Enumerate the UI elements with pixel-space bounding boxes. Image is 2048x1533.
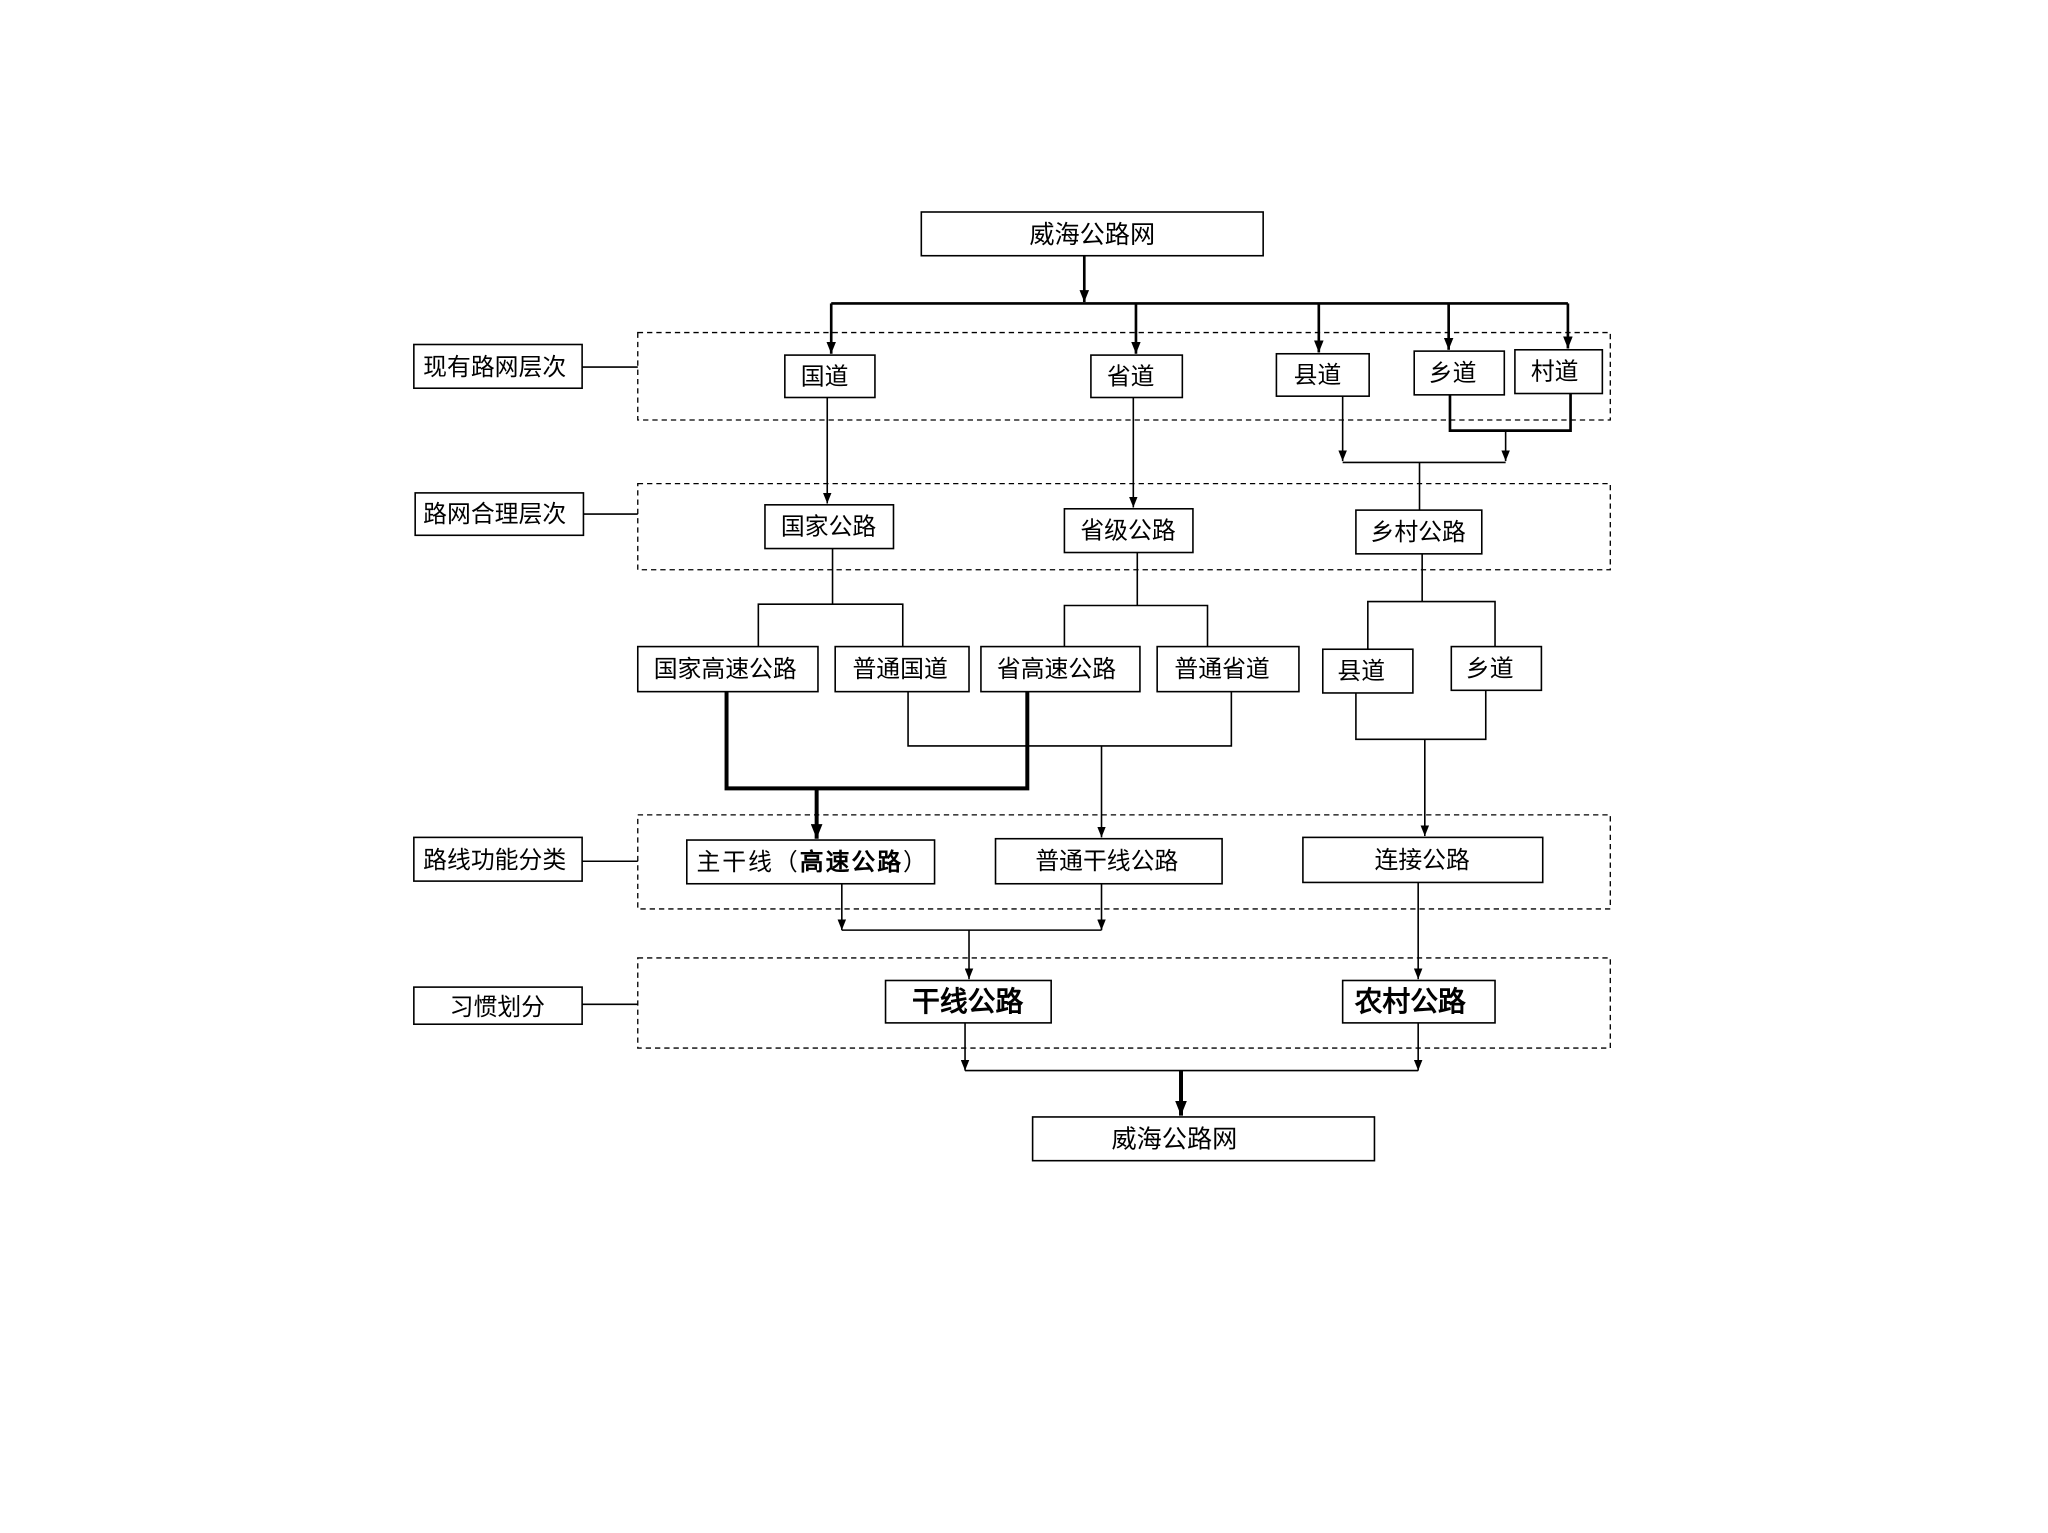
node-xiandao-box	[1275, 352, 1370, 397]
node-rural-road-label: 乡村公路	[1371, 518, 1466, 546]
join-xiangdao-cundao	[1448, 393, 1572, 432]
merge-expressways	[724, 691, 1030, 791]
frame-functional-level	[637, 814, 1611, 910]
main-trunk-prefix: 主干线（	[696, 848, 799, 876]
node-national-road-box	[764, 504, 895, 550]
node-rural-highway-label: 农村公路	[1354, 985, 1466, 1018]
node-main-trunk-box	[685, 839, 936, 885]
node-ordinary-national-label: 普通国道	[852, 655, 947, 683]
node-township-label: 乡道	[1466, 654, 1514, 682]
node-main-trunk-label: 主干线（高速公路）	[696, 848, 928, 876]
node-connecting-box	[1302, 836, 1544, 884]
frame-existing-level	[637, 331, 1611, 421]
node-provincial-expressway-label: 省高速公路	[997, 655, 1116, 683]
node-ordinary-provincial-label: 普通省道	[1174, 655, 1269, 683]
top-node-label: 威海公路网	[1029, 220, 1155, 249]
node-ordinary-provincial-box	[1156, 645, 1300, 693]
node-county-box	[1321, 648, 1414, 694]
node-ordinary-trunk-label: 普通干线公路	[1035, 847, 1178, 875]
level-label-functional-box	[413, 836, 583, 882]
node-shengdao-box	[1090, 354, 1184, 399]
level-label-rational: 路网合理层次	[423, 500, 566, 528]
node-trunk-road-label: 干线公路	[912, 985, 1023, 1018]
split-provincial	[1063, 552, 1209, 647]
merge-ordinary-roads	[907, 691, 1233, 747]
node-provincial-road-box	[1063, 507, 1194, 554]
node-trunk-road-box	[884, 979, 1052, 1024]
level-label-rational-box	[414, 492, 585, 537]
main-trunk-emphasis: 高速公路	[800, 848, 903, 876]
node-xiangdao-box	[1413, 350, 1506, 396]
node-rural-highway-box	[1341, 979, 1496, 1024]
node-ordinary-trunk-box	[994, 837, 1223, 885]
merge-county-township	[1355, 690, 1487, 741]
node-xiangdao-label: 乡道	[1429, 359, 1477, 387]
node-provincial-expressway-box	[980, 645, 1141, 693]
top-node-box	[920, 211, 1264, 257]
node-rural-road-box	[1355, 509, 1483, 555]
split-national	[757, 548, 904, 647]
node-national-expressway-box	[636, 645, 819, 693]
node-guodao-box	[784, 354, 876, 399]
node-ordinary-national-box	[834, 645, 970, 693]
bottom-node-box	[1031, 1116, 1376, 1162]
node-cundao-label: 村道	[1531, 358, 1579, 386]
node-county-label: 县道	[1337, 657, 1385, 685]
bottom-node-label: 威海公路网	[1111, 1124, 1237, 1153]
level-label-existing-box	[413, 343, 583, 390]
node-shengdao-label: 省道	[1107, 362, 1155, 390]
node-provincial-road-label: 省级公路	[1080, 517, 1175, 545]
node-township-box	[1450, 645, 1543, 692]
split-rural	[1367, 553, 1496, 650]
node-guodao-label: 国道	[801, 362, 849, 390]
node-national-road-label: 国家公路	[781, 513, 876, 541]
frame-rational-level	[637, 482, 1611, 571]
node-cundao-box	[1514, 348, 1604, 395]
frame-customary-level	[637, 957, 1611, 1049]
main-trunk-suffix: ）	[903, 848, 929, 876]
level-label-existing: 现有路网层次	[423, 353, 566, 381]
node-connecting-label: 连接公路	[1374, 846, 1469, 874]
node-xiandao-label: 县道	[1294, 361, 1342, 389]
level-label-functional: 路线功能分类	[423, 846, 566, 874]
level-label-customary-box	[413, 986, 583, 1026]
node-national-expressway-label: 国家高速公路	[654, 655, 797, 683]
level-label-customary: 习惯划分	[450, 993, 545, 1021]
